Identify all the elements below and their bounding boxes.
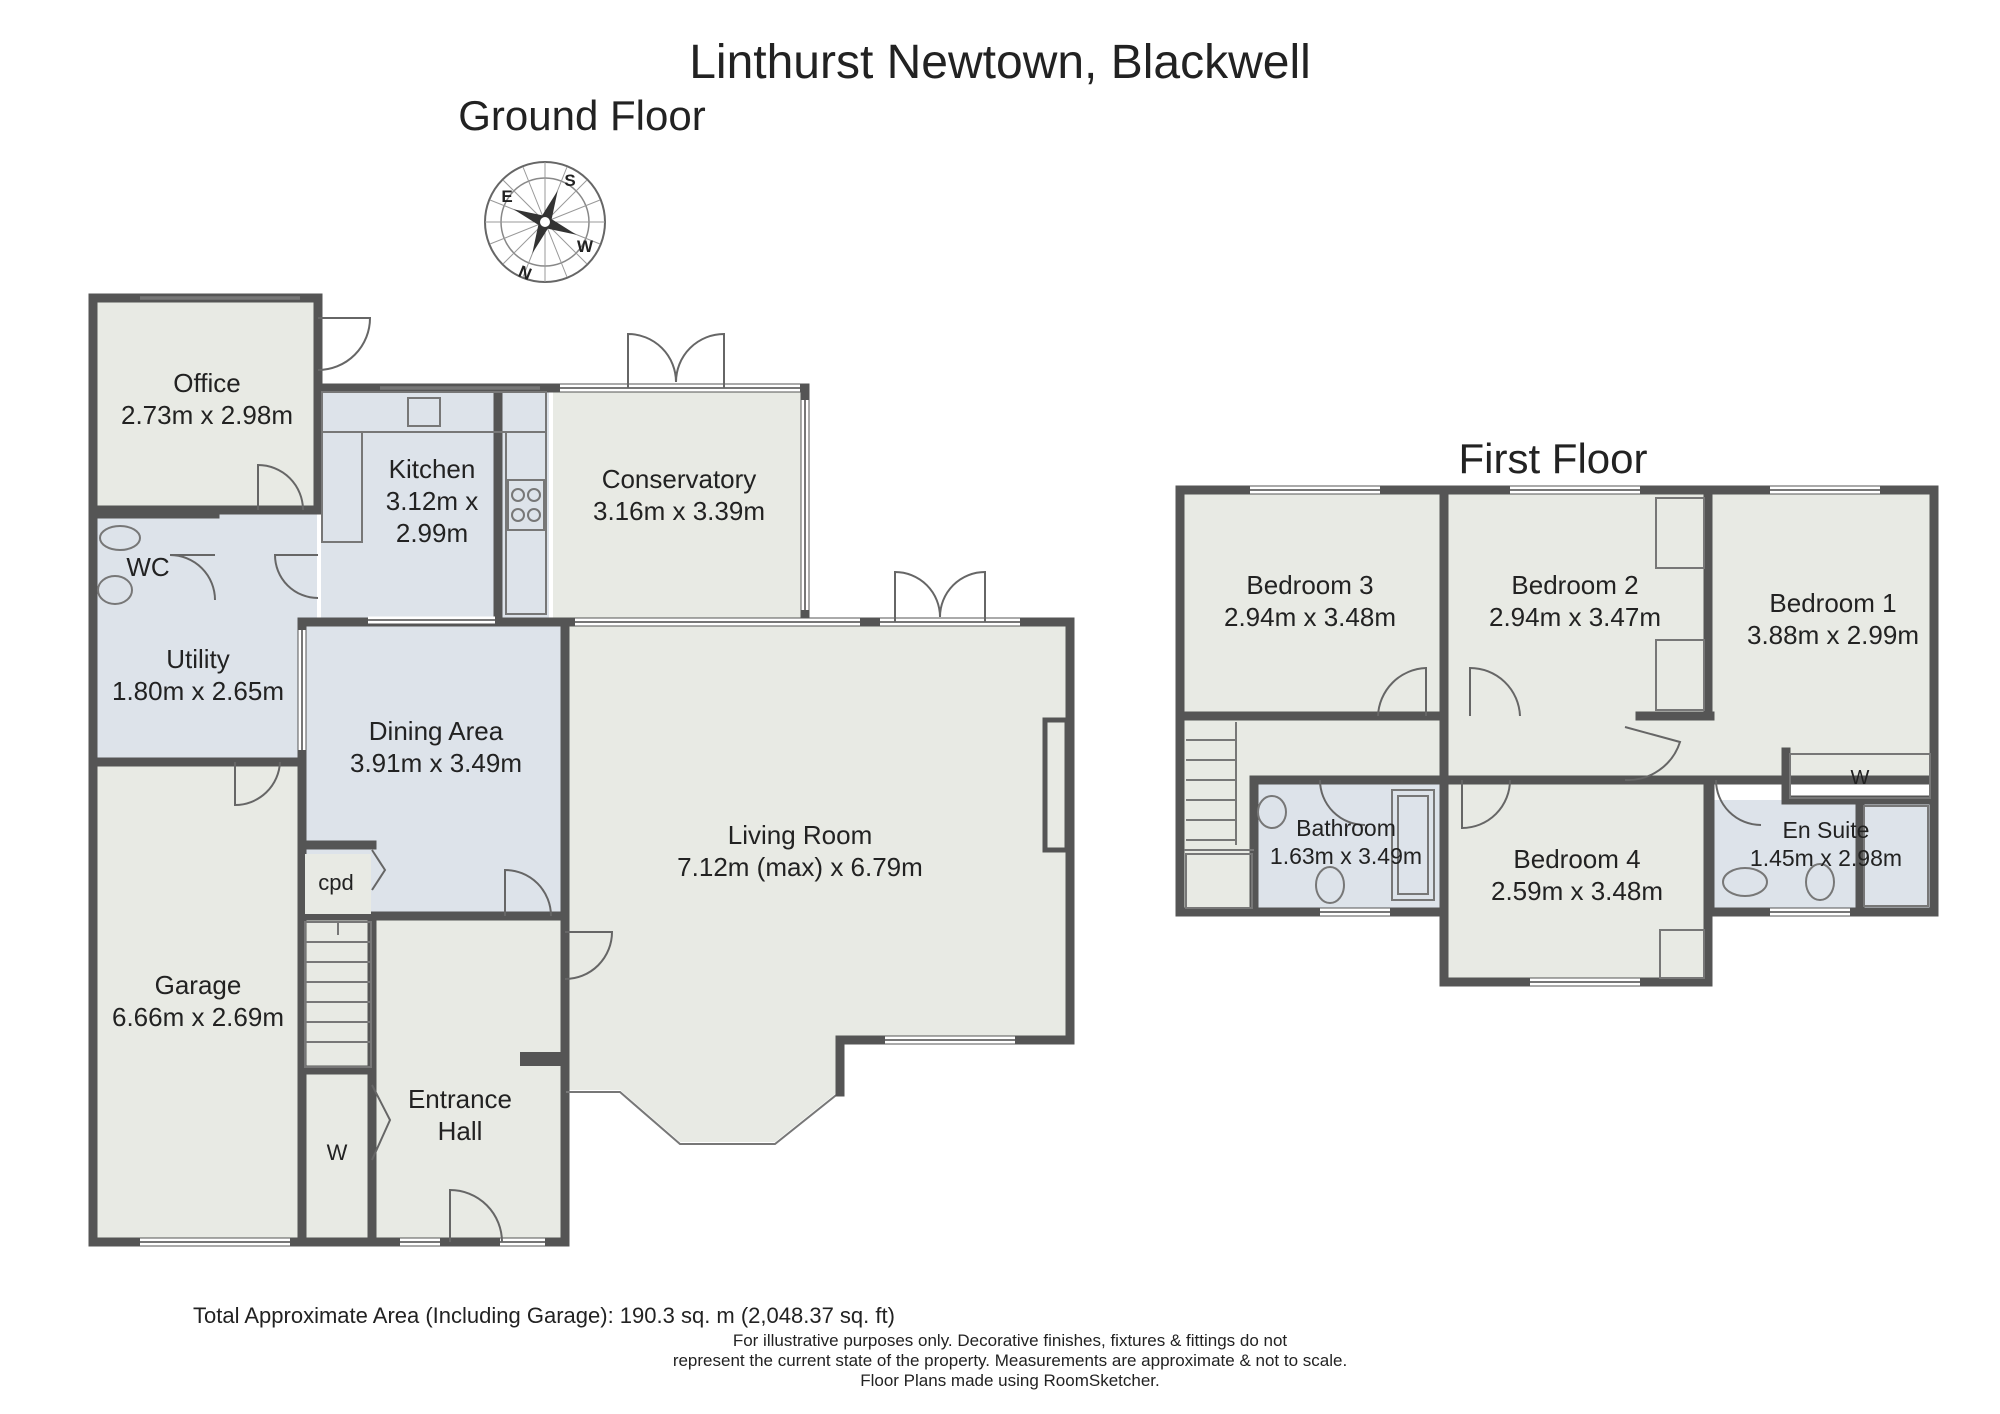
- compass-west: W: [577, 237, 594, 256]
- first-floor-plan: W Bedroom 3 2.94m x 3.48m Bedroom 2 2.94…: [1175, 485, 1939, 987]
- compass-east: E: [501, 187, 512, 206]
- disclaimer-line-1: For illustrative purposes only. Decorati…: [733, 1331, 1288, 1350]
- office-size: 2.73m x 2.98m: [121, 400, 293, 430]
- garage-label: Garage: [155, 970, 242, 1000]
- utility-label: Utility: [166, 644, 230, 674]
- garage-size: 6.66m x 2.69m: [112, 1002, 284, 1032]
- kitchen-area: [321, 386, 549, 618]
- living-size: 7.12m (max) x 6.79m: [677, 852, 923, 882]
- bedroom1-size: 3.88m x 2.99m: [1747, 620, 1919, 650]
- living-label: Living Room: [728, 820, 873, 850]
- bathroom-area: [1254, 780, 1444, 910]
- hall-label-1: Entrance: [408, 1084, 512, 1114]
- bathtub-icon: [1391, 789, 1435, 901]
- conservatory-label: Conservatory: [602, 464, 757, 494]
- bedroom4-label: Bedroom 4: [1513, 844, 1640, 874]
- bedroom2-label: Bedroom 2: [1511, 570, 1638, 600]
- living-french-door-icon: [894, 570, 986, 622]
- utility-size: 1.80m x 2.65m: [112, 676, 284, 706]
- plan-title: Linthurst Newtown, Blackwell: [689, 36, 1311, 89]
- dining-size: 3.91m x 3.49m: [350, 748, 522, 778]
- utility-area: [97, 508, 317, 760]
- kitchen-size-1: 3.12m x: [386, 486, 479, 516]
- basin-icon: [1257, 795, 1287, 829]
- ground-floor-heading: Ground Floor: [458, 92, 705, 139]
- ensuite-basin-icon: [1722, 867, 1768, 897]
- bedroom4-area: [1448, 780, 1706, 978]
- garage-area: [97, 760, 302, 1240]
- bedroom1-label: Bedroom 1: [1769, 588, 1896, 618]
- conservatory-size: 3.16m x 3.39m: [593, 496, 765, 526]
- ground-floor-plan: Office 2.73m x 2.98m Kitchen 3.12m x 2.9…: [88, 293, 1075, 1247]
- first-wardrobe-label: W: [1851, 767, 1870, 789]
- wc-label: WC: [126, 552, 169, 582]
- bedroom2-area: [1448, 494, 1708, 716]
- bedroom3-area: [1184, 494, 1444, 716]
- bath-toilet-icon: [1315, 866, 1345, 904]
- ensuite-area: [1710, 800, 1930, 910]
- hall-label-2: Hall: [438, 1116, 483, 1146]
- bathroom-label: Bathroom: [1296, 815, 1396, 841]
- bedroom3-label: Bedroom 3: [1246, 570, 1373, 600]
- stairs-icon: [304, 921, 372, 1068]
- bedroom4-size: 2.59m x 3.48m: [1491, 876, 1663, 906]
- living-room-area: [566, 620, 1068, 1142]
- kitchen-label: Kitchen: [389, 454, 476, 484]
- first-stairs-area: [1184, 720, 1254, 910]
- fireplace-icon: [1042, 717, 1070, 853]
- disclaimer-line-3: Floor Plans made using RoomSketcher.: [860, 1371, 1160, 1390]
- compass-rose-icon: N E S W: [484, 161, 606, 284]
- toilet-icon: [97, 525, 141, 605]
- hall-area: [302, 914, 562, 1240]
- kitchen-size-2: 2.99m: [396, 518, 468, 548]
- ensuite-toilet-icon: [1805, 863, 1835, 901]
- first-stairs-icon: [1184, 722, 1254, 851]
- total-area-text: Total Approximate Area (Including Garage…: [193, 1303, 895, 1328]
- kitchen-units-icon: [321, 391, 547, 615]
- bedroom1-area: [1712, 494, 1930, 780]
- ground-wardrobe-label: W: [327, 1140, 348, 1165]
- cpd-label: cpd: [318, 870, 353, 895]
- bathroom-size: 1.63m x 3.49m: [1270, 843, 1422, 869]
- ensuite-size: 1.45m x 2.98m: [1750, 845, 1902, 871]
- compass-south: S: [564, 171, 575, 190]
- first-floor-heading: First Floor: [1459, 435, 1648, 482]
- bedroom3-size: 2.94m x 3.48m: [1224, 602, 1396, 632]
- dining-label: Dining Area: [369, 716, 504, 746]
- conservatory-area: [553, 386, 805, 620]
- conservatory-french-door-icon: [627, 332, 725, 388]
- office-area: [97, 302, 317, 514]
- ensuite-label: En Suite: [1783, 817, 1870, 843]
- office-label: Office: [173, 368, 240, 398]
- bedroom2-size: 2.94m x 3.47m: [1489, 602, 1661, 632]
- disclaimer-line-2: represent the current state of the prope…: [673, 1351, 1347, 1370]
